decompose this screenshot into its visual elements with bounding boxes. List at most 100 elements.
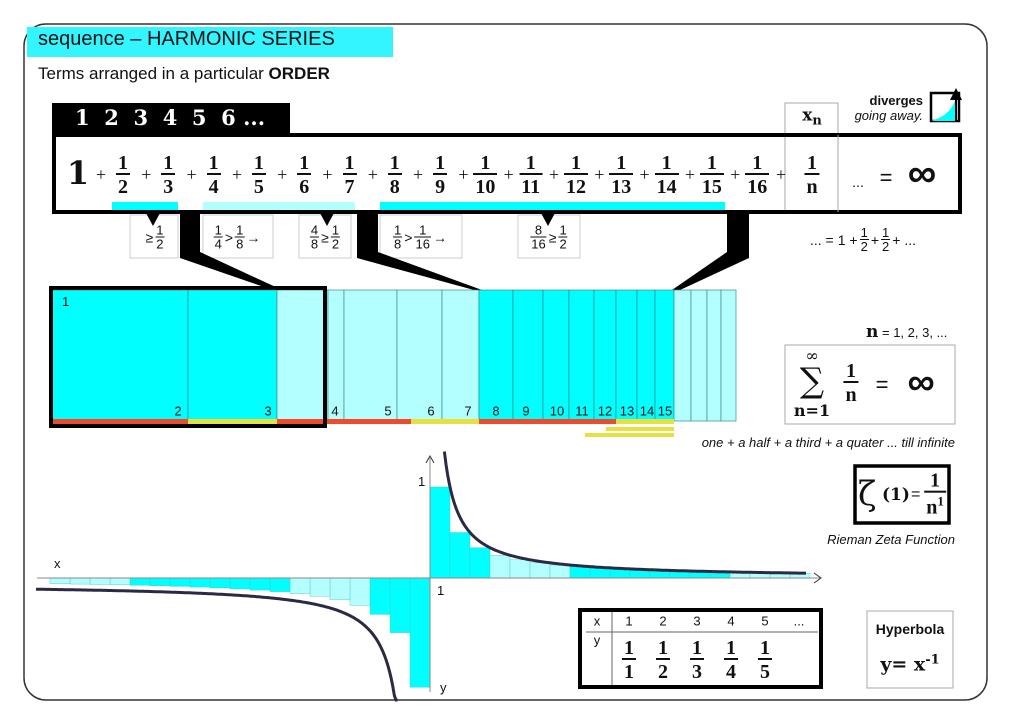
negative-bar — [229, 577, 251, 590]
plus-sign: + — [684, 164, 695, 185]
zeta-symbol: ζ — [858, 474, 877, 514]
block-label: 5 — [384, 403, 392, 419]
sum-result: ∞ — [907, 361, 935, 404]
fraction-den: 4 — [213, 236, 223, 252]
table-fraction-den: 2 — [656, 658, 670, 682]
operator: > — [404, 229, 413, 245]
term-fraction-num: 1 — [752, 152, 763, 174]
block-cell — [396, 289, 443, 422]
negative-bar — [329, 577, 351, 601]
term-fraction-den: 8 — [387, 173, 402, 197]
series-first-term: 1 — [66, 154, 90, 192]
callout-box — [202, 214, 274, 259]
zeta-equals: = — [911, 486, 921, 503]
fraction-num: 1 — [559, 222, 567, 238]
negative-bar — [129, 577, 151, 586]
term-fraction-num: 1 — [480, 152, 491, 174]
fraction-num: 1 — [214, 222, 222, 238]
plus-sign: + — [95, 164, 107, 185]
operator: ≥ — [145, 229, 154, 245]
hyperbola-title: Hyperbola — [875, 621, 945, 637]
positive-bar — [529, 562, 551, 579]
fraction-den: 2 — [558, 236, 568, 252]
y-axis-arrow-icon — [425, 454, 435, 464]
plus-sign: + — [231, 164, 242, 185]
plus-sign: + — [458, 164, 469, 185]
order-numbers: 1 2 3 4 5 6 ... — [75, 105, 266, 130]
general-term-den: n — [804, 173, 820, 197]
negative-bar — [409, 577, 431, 688]
positive-bar — [489, 555, 511, 579]
term-fraction-num: 1 — [299, 152, 310, 174]
sum-num: 1 — [846, 360, 856, 382]
term-fraction-den: 4 — [206, 173, 221, 197]
term-fraction-den: 13 — [609, 173, 634, 197]
group-underline — [411, 419, 479, 424]
operator: + — [870, 231, 880, 248]
negative-bar — [49, 577, 71, 584]
fraction-den: 16 — [414, 236, 431, 252]
series-equals: = — [879, 165, 893, 190]
operator: + ... — [892, 231, 916, 248]
table-fraction-num: 1 — [658, 637, 668, 659]
n-range-text: = 1, 2, 3, ... — [882, 325, 948, 340]
sum-den: n — [843, 381, 859, 405]
group-underline — [52, 419, 188, 424]
diverges-icon — [929, 88, 962, 123]
n-symbol: n — [866, 322, 879, 342]
block-cell — [568, 289, 595, 422]
series-box — [52, 133, 962, 214]
outer-frame — [23, 23, 988, 701]
block-label: 3 — [264, 403, 272, 419]
fraction-num: 1 — [419, 222, 427, 238]
positive-bar — [469, 547, 491, 579]
block-cell — [690, 289, 708, 422]
term-fraction-den: 12 — [564, 173, 588, 197]
negative-bar — [389, 577, 411, 633]
table-fraction-num: 1 — [760, 637, 770, 659]
negative-bar — [189, 577, 211, 588]
term-fraction-den: 5 — [251, 173, 266, 197]
block-cell — [51, 289, 189, 422]
hyperbola-formula-text: y= x — [880, 653, 926, 676]
fraction-num: 1 — [860, 225, 868, 240]
term-fraction-num: 1 — [661, 152, 672, 174]
block-label: 7 — [464, 403, 472, 419]
plus-sign: + — [141, 164, 152, 185]
subtitle: Terms arranged in a particular ORDER — [38, 64, 330, 84]
block-cell — [478, 289, 514, 422]
fraction-den: 16 — [530, 236, 547, 252]
table-x-value: ... — [793, 613, 805, 629]
table-x-value: 1 — [625, 613, 633, 629]
block-cell — [276, 289, 329, 422]
fraction-den: 2 — [330, 236, 341, 252]
positive-bar — [429, 486, 451, 579]
page-title: sequence – HARMONIC SERIES — [38, 28, 335, 50]
plus-sign: + — [503, 164, 514, 185]
fraction-num: 8 — [534, 222, 543, 238]
table-fraction-den: 5 — [758, 658, 772, 682]
term-fraction-den: 3 — [161, 173, 176, 197]
callout-box — [379, 214, 463, 259]
table-y-header: y — [593, 632, 601, 648]
y-tick-1: 1 — [418, 474, 426, 489]
